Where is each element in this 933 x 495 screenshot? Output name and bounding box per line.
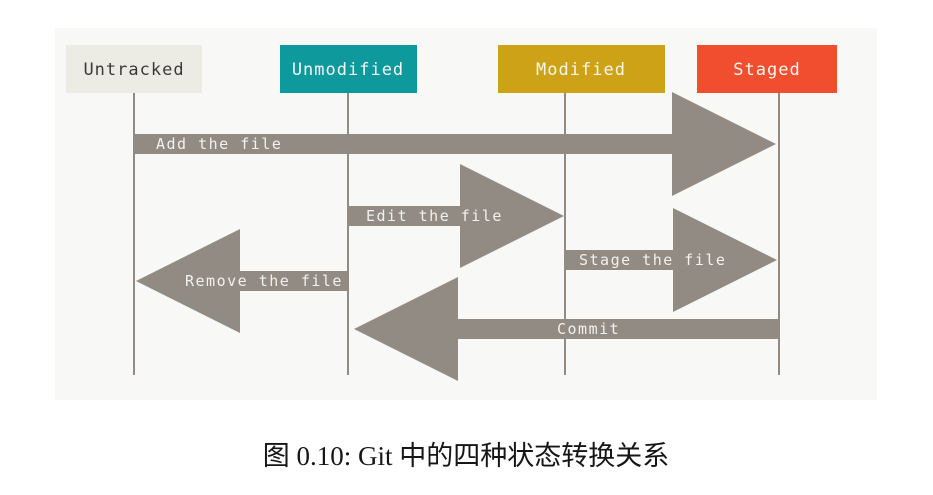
arrow-label: Edit the file [366,207,503,225]
arrow-edit-the-file: Edit the file [348,164,564,268]
figure-caption: 图 0.10: Git 中的四种状态转换关系 [263,441,670,471]
arrowhead-left-icon [354,277,458,381]
arrow-bar [458,319,779,339]
arrow-label: Stage the file [579,251,726,269]
arrow-label: Remove the file [185,272,343,290]
arrow-bar [134,134,672,154]
arrow-bar [565,250,673,270]
arrowhead-right-icon [672,92,776,196]
arrow-commit: Commit [354,277,779,381]
state-box-label: Untracked [83,60,184,80]
state-box-rect [697,45,837,93]
state-box-rect [498,45,665,93]
arrowhead-right-icon [673,208,777,312]
state-box-unmodified: Unmodified [280,45,417,93]
arrow-remove-the-file: Remove the file [136,229,348,333]
state-box-untracked: Untracked [66,45,202,93]
arrowhead-right-icon [460,164,564,268]
arrow-stage-the-file: Stage the file [565,208,777,312]
state-box-label: Modified [536,60,626,80]
state-box-label: Unmodified [292,60,404,80]
arrow-label: Add the file [156,135,282,153]
arrow-bar [240,271,348,291]
arrow-label: Commit [557,320,620,338]
arrowhead-left-icon [136,229,240,333]
state-box-staged: Staged [697,45,837,93]
state-box-modified: Modified [498,45,665,93]
arrow-add-the-file: Add the file [134,92,776,196]
state-box-label: Staged [733,60,800,80]
state-box-rect [280,45,417,93]
arrow-bar [348,206,460,226]
state-box-rect [66,45,202,93]
